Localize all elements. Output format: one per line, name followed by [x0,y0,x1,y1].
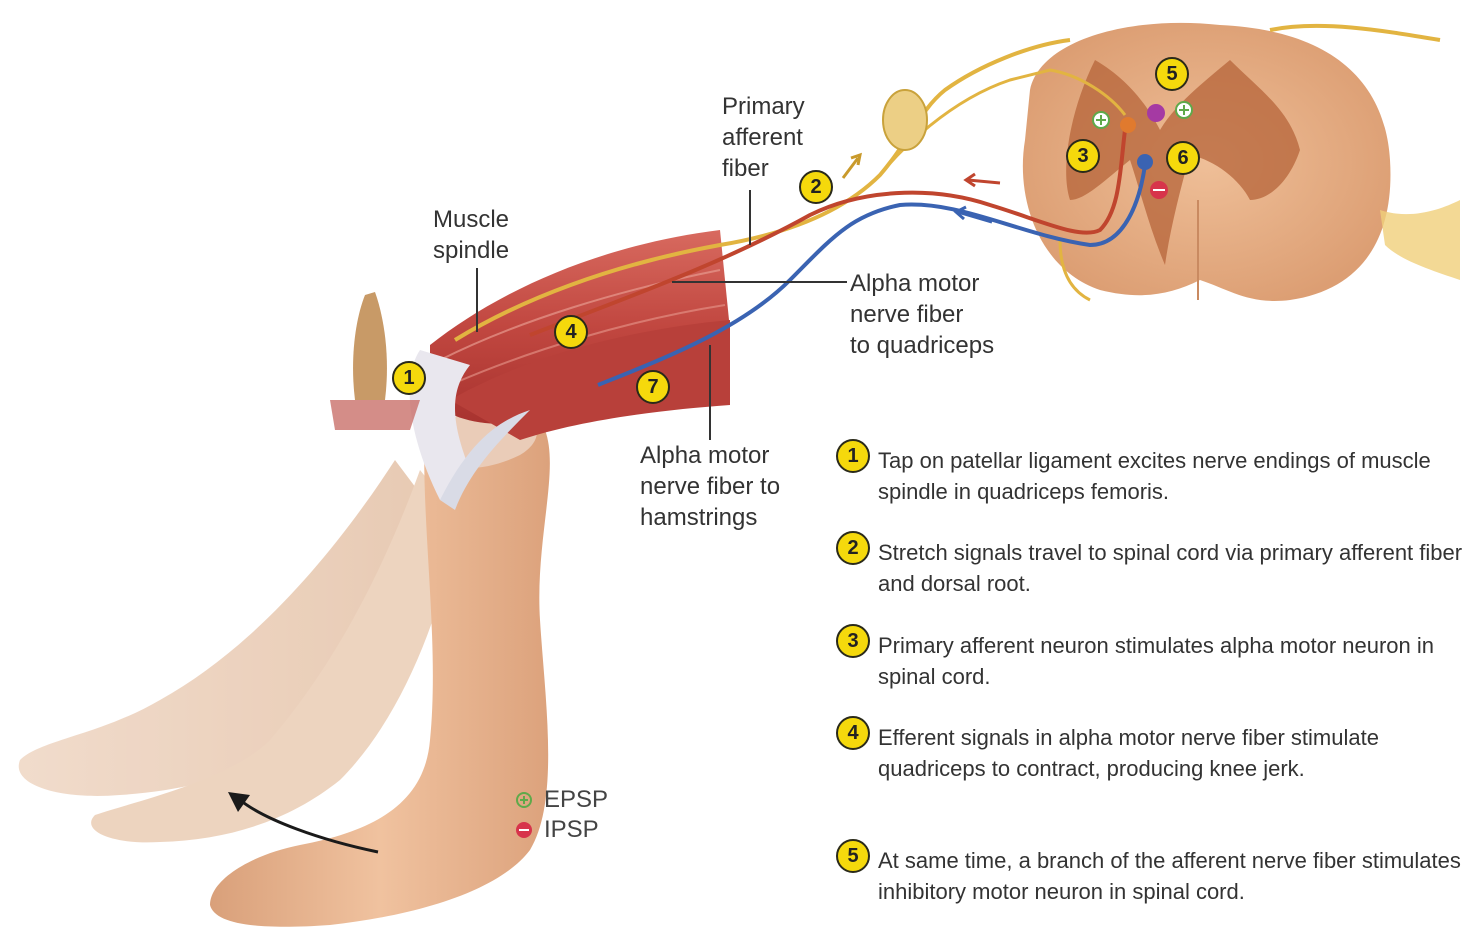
epsp-plus-icon [516,792,532,808]
ipsp-minus-icon [516,822,532,838]
marker-6: 6 [1166,141,1200,175]
step-4: 4 Efferent signals in alpha motor nerve … [836,722,1466,784]
step-5: 5 At same time, a branch of the afferent… [836,845,1466,907]
legend-epsp-label: EPSP [544,786,608,814]
marker-1: 1 [392,361,426,395]
step-4-number: 4 [836,716,870,750]
label-alpha-motor-quadriceps: Alpha motor nerve fiber to quadriceps [850,268,994,361]
marker-3: 3 [1066,139,1100,173]
marker-4: 4 [554,315,588,349]
step-5-text: At same time, a branch of the afferent n… [878,845,1466,907]
step-1-number: 1 [836,439,870,473]
legend-ipsp-label: IPSP [544,816,599,844]
label-alpha-motor-hamstrings: Alpha motor nerve fiber to hamstrings [640,440,780,533]
step-1-text: Tap on patellar ligament excites nerve e… [878,445,1466,507]
step-4-text: Efferent signals in alpha motor nerve fi… [878,722,1466,784]
step-2-text: Stretch signals travel to spinal cord vi… [878,537,1466,599]
ghost-legs [19,460,460,842]
step-3-text: Primary afferent neuron stimulates alpha… [878,630,1466,692]
step-3: 3 Primary afferent neuron stimulates alp… [836,630,1466,692]
marker-5: 5 [1155,57,1189,91]
label-primary-afferent-fiber: Primary afferent fiber [722,91,805,184]
step-1: 1 Tap on patellar ligament excites nerve… [836,445,1466,507]
step-5-number: 5 [836,839,870,873]
step-3-number: 3 [836,624,870,658]
step-2-number: 2 [836,531,870,565]
marker-7: 7 [636,370,670,404]
step-2: 2 Stretch signals travel to spinal cord … [836,537,1466,599]
label-muscle-spindle: Muscle spindle [433,204,509,266]
legend-ipsp: IPSP [516,816,599,844]
legend-epsp: EPSP [516,786,608,814]
